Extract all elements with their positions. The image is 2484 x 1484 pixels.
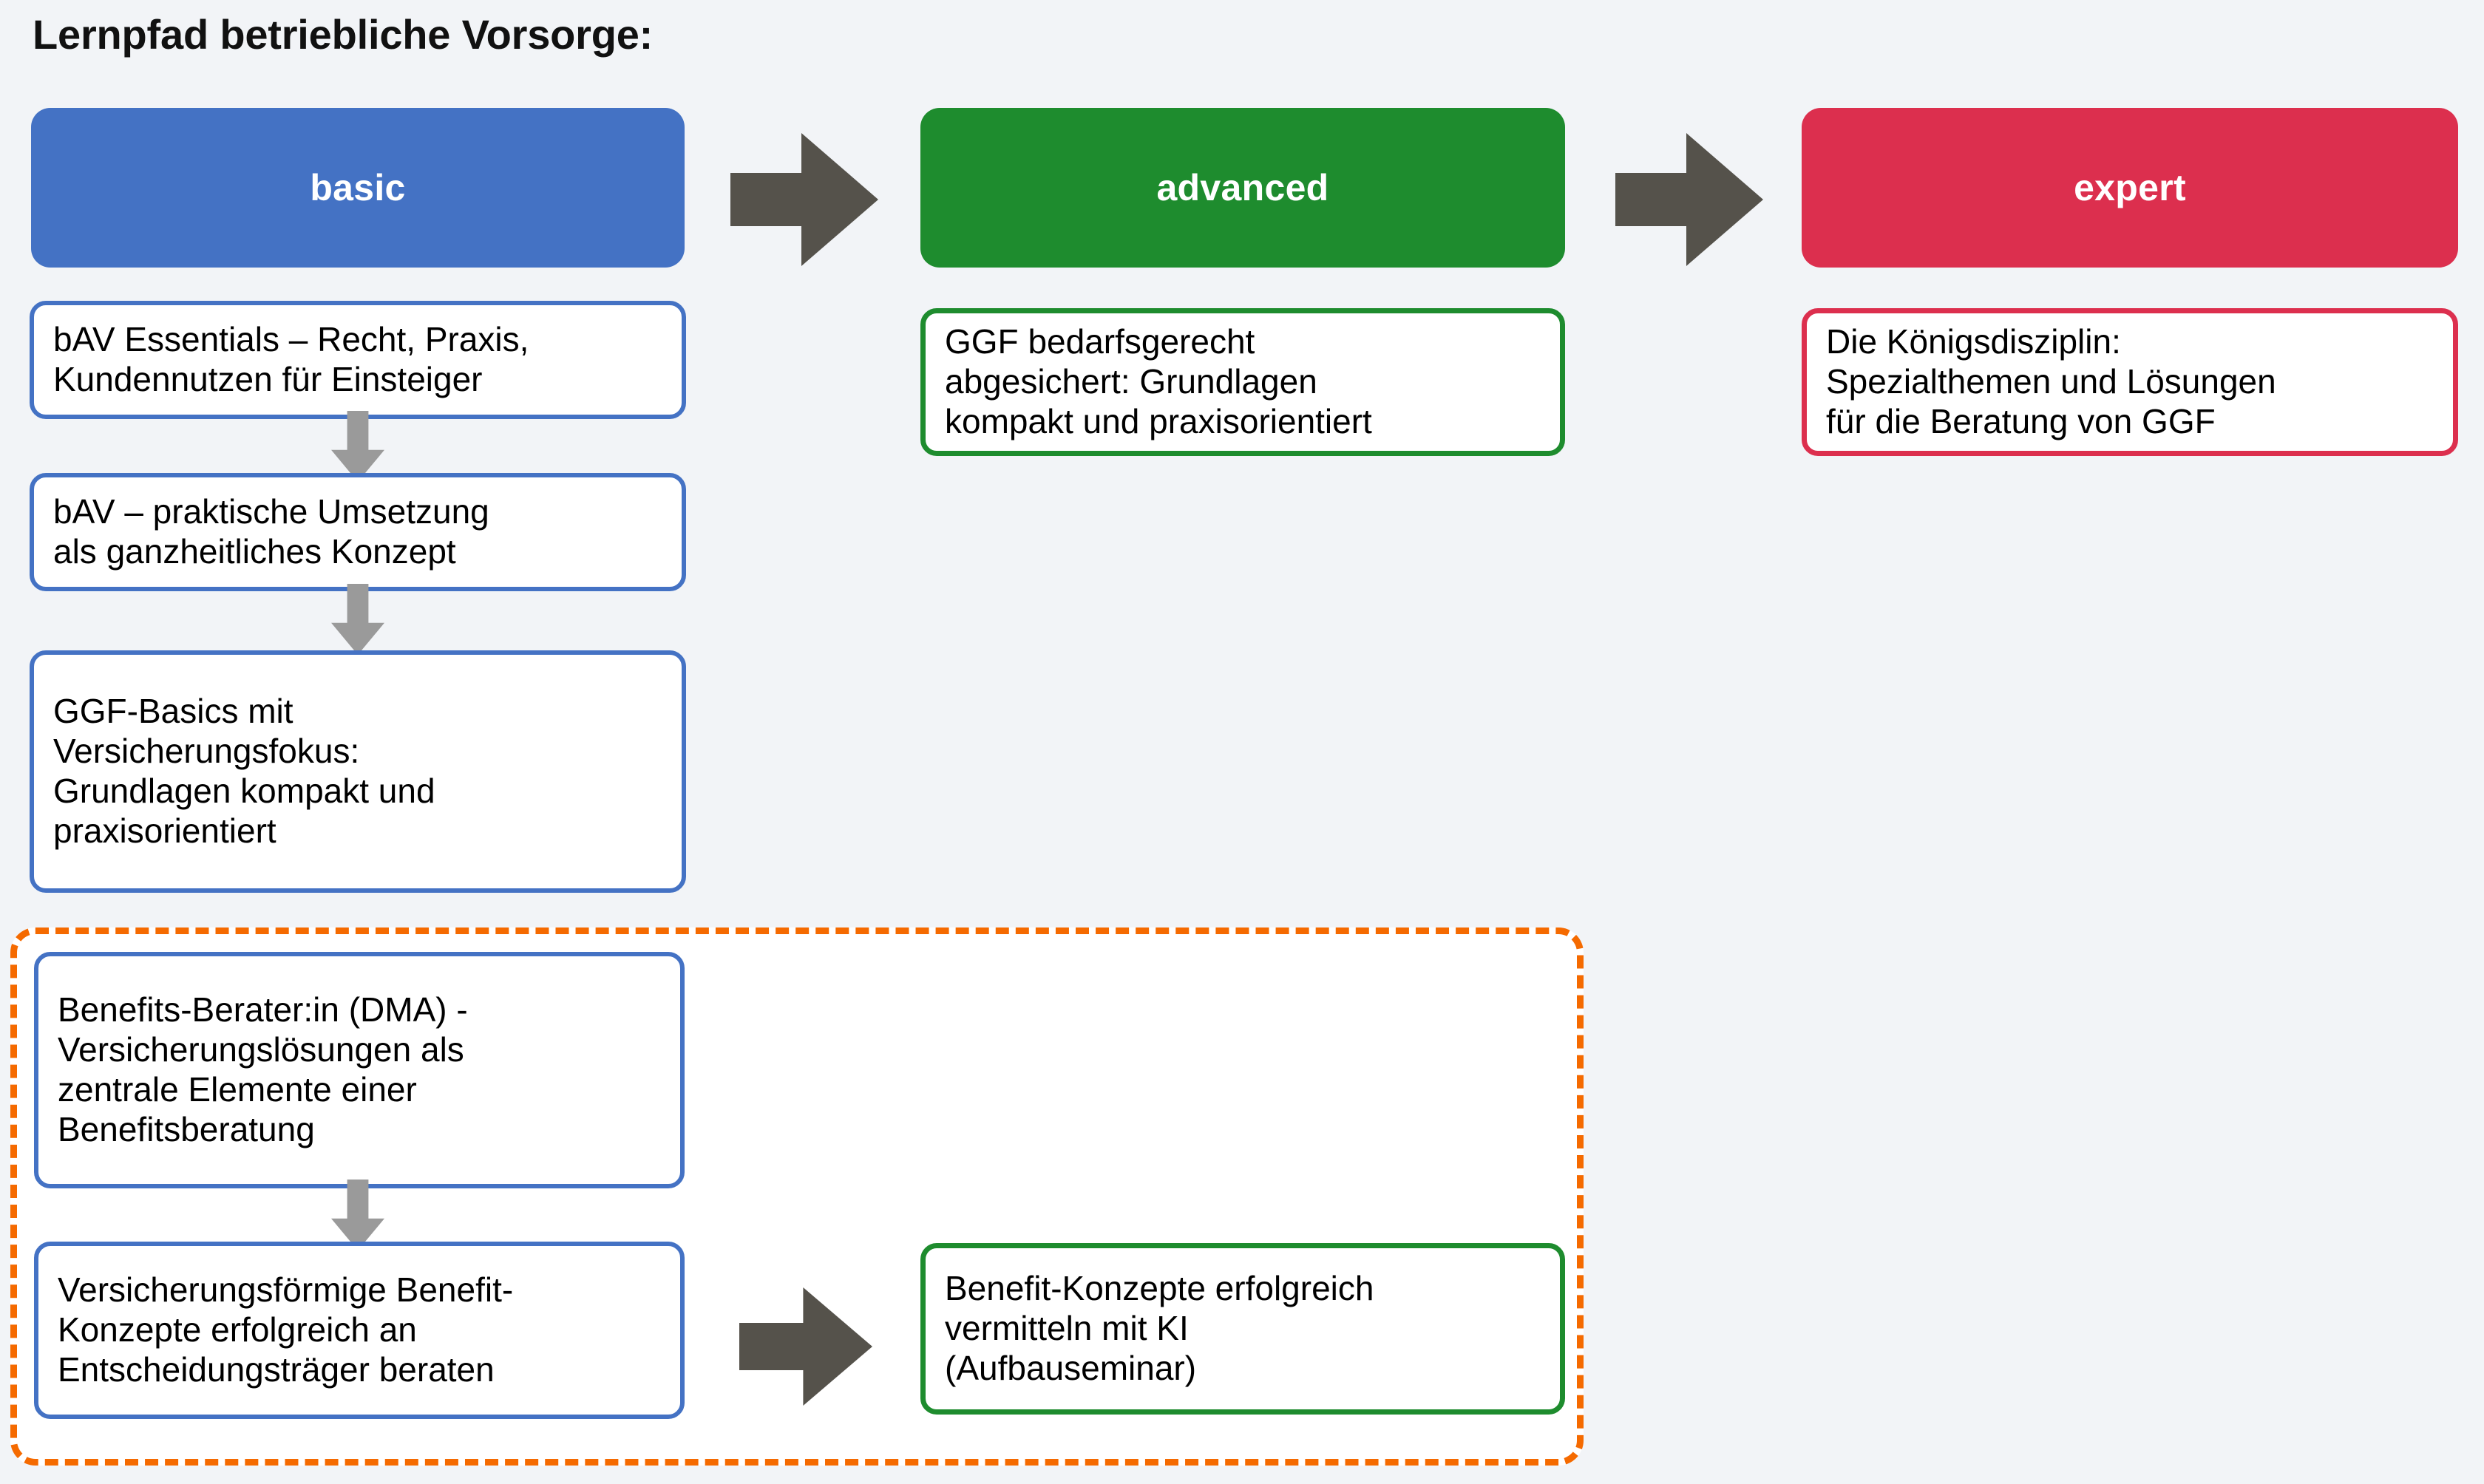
level-banner-advanced-label: advanced	[1156, 167, 1329, 208]
level-banner-advanced[interactable]: advanced	[920, 108, 1565, 268]
arrow-down-icon-2	[331, 584, 384, 655]
course-card-versicherungsfoermige-konzepte[interactable]: Versicherungsförmige Benefit- Konzepte e…	[34, 1242, 685, 1419]
course-card-ggf-bedarfsgerecht[interactable]: GGF bedarfsgerecht abgesichert: Grundlag…	[920, 308, 1565, 456]
course-card-label: GGF bedarfsgerecht abgesichert: Grundlag…	[945, 322, 1372, 440]
course-card-label: Versicherungsförmige Benefit- Konzepte e…	[58, 1270, 514, 1389]
course-card-benefit-konzepte-ki[interactable]: Benefit-Konzepte erfolgreich vermitteln …	[920, 1243, 1565, 1415]
course-card-bav-umsetzung[interactable]: bAV – praktische Umsetzung als ganzheitl…	[30, 473, 686, 591]
course-card-ggf-basics[interactable]: GGF-Basics mit Versicherungsfokus: Grund…	[30, 650, 686, 893]
arrow-down-icon-1	[331, 411, 384, 482]
arrow-right-icon-advanced-to-expert	[1615, 133, 1763, 266]
arrow-right-icon-benefit-to-ki	[739, 1287, 872, 1406]
course-card-label: GGF-Basics mit Versicherungsfokus: Grund…	[53, 692, 435, 850]
arrow-right-icon-basic-to-advanced	[730, 133, 878, 266]
course-card-label: Benefit-Konzepte erfolgreich vermitteln …	[945, 1269, 1374, 1387]
course-card-label: bAV – praktische Umsetzung als ganzheitl…	[53, 492, 489, 571]
level-banner-expert[interactable]: expert	[1802, 108, 2458, 268]
page-title: Lernpfad betriebliche Vorsorge:	[33, 11, 654, 58]
level-banner-basic[interactable]: basic	[31, 108, 685, 268]
arrow-down-icon-3	[331, 1180, 384, 1250]
course-card-bav-essentials[interactable]: bAV Essentials – Recht, Praxis, Kundennu…	[30, 301, 686, 419]
course-card-label: bAV Essentials – Recht, Praxis, Kundennu…	[53, 320, 529, 398]
level-banner-expert-label: expert	[2074, 167, 2186, 208]
course-card-benefits-berater[interactable]: Benefits-Berater:in (DMA) - Versicherung…	[34, 952, 685, 1188]
course-card-koenigsdisziplin[interactable]: Die Königsdisziplin: Spezialthemen und L…	[1802, 308, 2458, 456]
level-banner-basic-label: basic	[310, 167, 406, 208]
course-card-label: Benefits-Berater:in (DMA) - Versicherung…	[58, 990, 468, 1148]
course-card-label: Die Königsdisziplin: Spezialthemen und L…	[1826, 322, 2276, 440]
